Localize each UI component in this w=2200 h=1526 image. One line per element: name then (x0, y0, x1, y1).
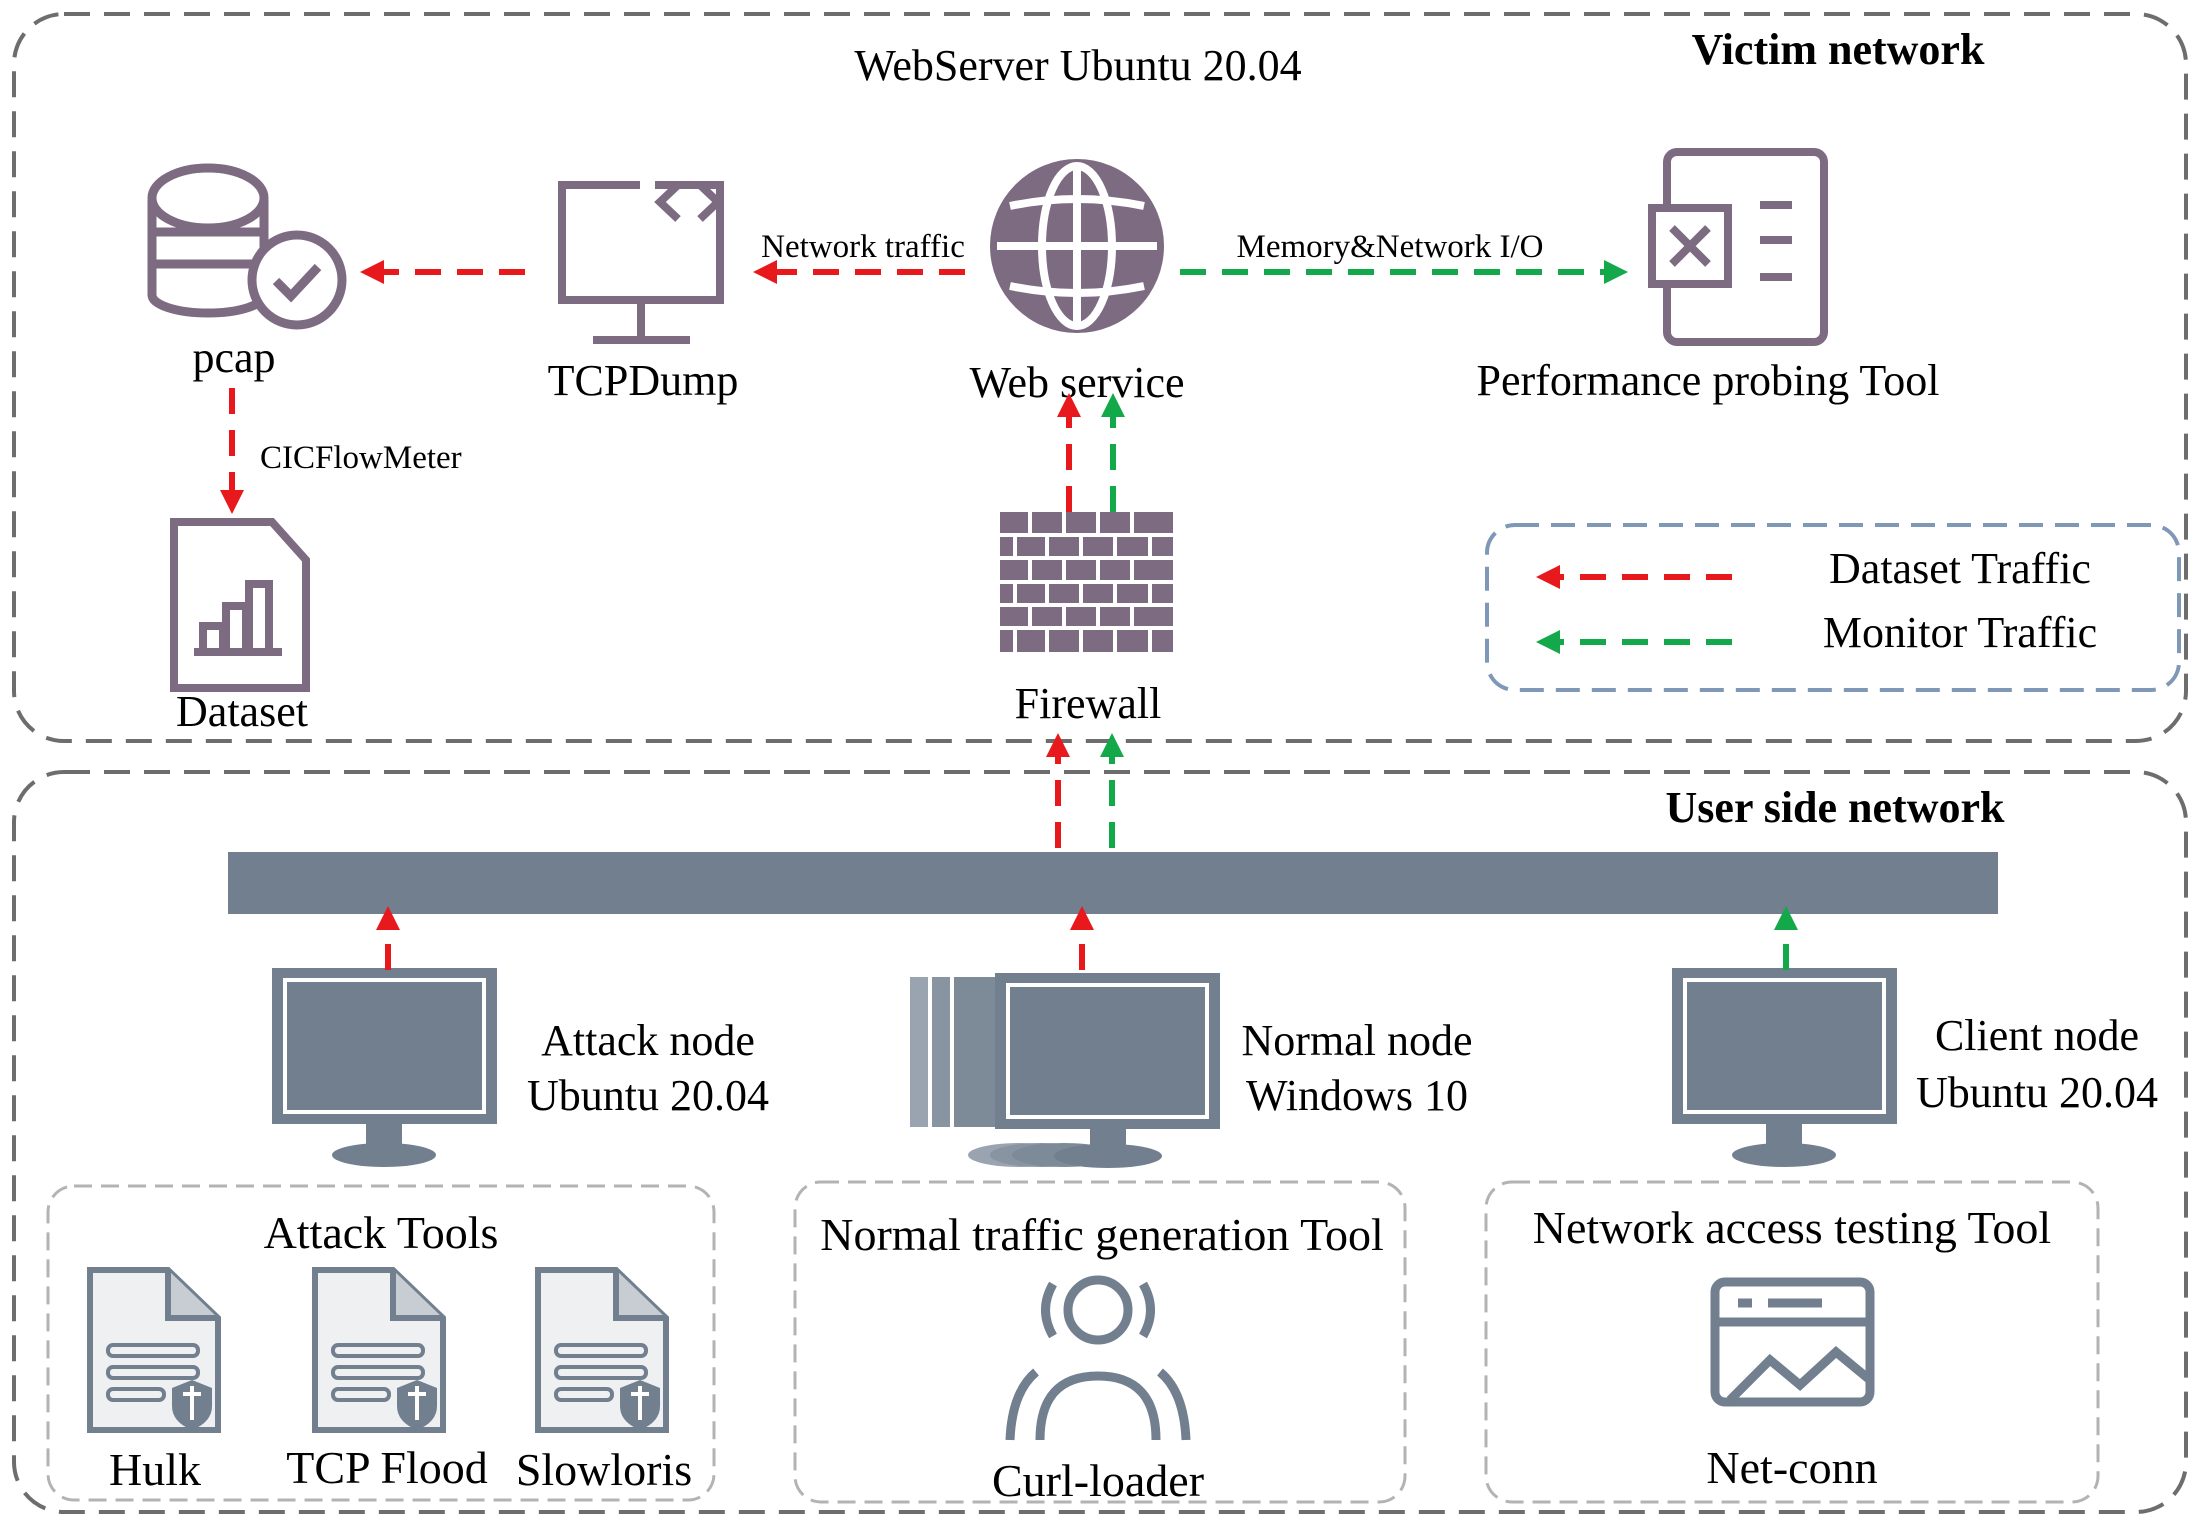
shield-document-icon (87, 1267, 221, 1433)
performance-probing-tool-label: Performance probing Tool (1477, 356, 1940, 405)
computer-monitor-icon (1672, 968, 1897, 1167)
dataset-label: Dataset (176, 687, 308, 736)
tcpdump-label: TCPDump (548, 356, 739, 405)
client-node-label-line2: Ubuntu 20.04 (1916, 1068, 2158, 1117)
tcp-flood-label: TCP Flood (286, 1442, 488, 1493)
dataset-chart-file-icon (170, 518, 310, 692)
edge-network-traffic-label: Network traffic (761, 229, 965, 265)
browser-chart-window-icon (1710, 1277, 1875, 1407)
normal-tools-title: Normal traffic generation Tool (820, 1209, 1384, 1260)
net-conn-label: Net-conn (1706, 1442, 1877, 1493)
slowloris-label: Slowloris (516, 1444, 692, 1495)
hulk-label: Hulk (109, 1444, 201, 1495)
computer-monitor-icon (272, 968, 497, 1167)
web-service-label: Web service (969, 358, 1184, 407)
attack-tools-title: Attack Tools (264, 1207, 499, 1258)
attack-node-label-line1: Attack node (541, 1016, 755, 1065)
database-check-icon (147, 163, 347, 330)
user-side-network-title: User side network (1666, 783, 2005, 832)
legend-box (1485, 523, 2181, 692)
client-node-label-line1: Client node (1935, 1011, 2139, 1060)
pcap-label: pcap (192, 333, 275, 382)
shield-document-icon (535, 1267, 669, 1433)
broadcasting-user-icon (1005, 1275, 1191, 1441)
edge-cicflowmeter-label: CICFlowMeter (260, 440, 462, 476)
legend-dataset-label: Dataset Traffic (1829, 544, 2091, 593)
normal-node-label-line2: Windows 10 (1246, 1071, 1468, 1120)
curl-loader-label: Curl-loader (992, 1455, 1204, 1506)
attack-node-label-line2: Ubuntu 20.04 (527, 1071, 769, 1120)
attack-tools-box (46, 1184, 716, 1502)
client-tools-box (1484, 1180, 2100, 1504)
stacked-monitors-icon (906, 973, 1220, 1168)
shield-document-icon (312, 1267, 446, 1433)
client-tools-title: Network access testing Tool (1533, 1202, 2051, 1253)
monitor-code-icon (558, 181, 724, 344)
brick-firewall-icon (1000, 512, 1173, 652)
globe-icon (990, 159, 1164, 333)
network-switch-bus (228, 852, 1998, 914)
normal-node-label-line1: Normal node (1242, 1016, 1473, 1065)
normal-tools-box (793, 1180, 1407, 1504)
legend-monitor-label: Monitor Traffic (1823, 608, 2097, 657)
server-label: WebServer Ubuntu 20.04 (854, 41, 1301, 90)
user-side-network-zone (12, 770, 2188, 1514)
spreadsheet-document-icon (1648, 148, 1828, 346)
edge-memory-network-io-label: Memory&Network I/O (1236, 229, 1543, 265)
firewall-label: Firewall (1015, 679, 1162, 728)
victim-network-title: Victim network (1692, 25, 1985, 74)
